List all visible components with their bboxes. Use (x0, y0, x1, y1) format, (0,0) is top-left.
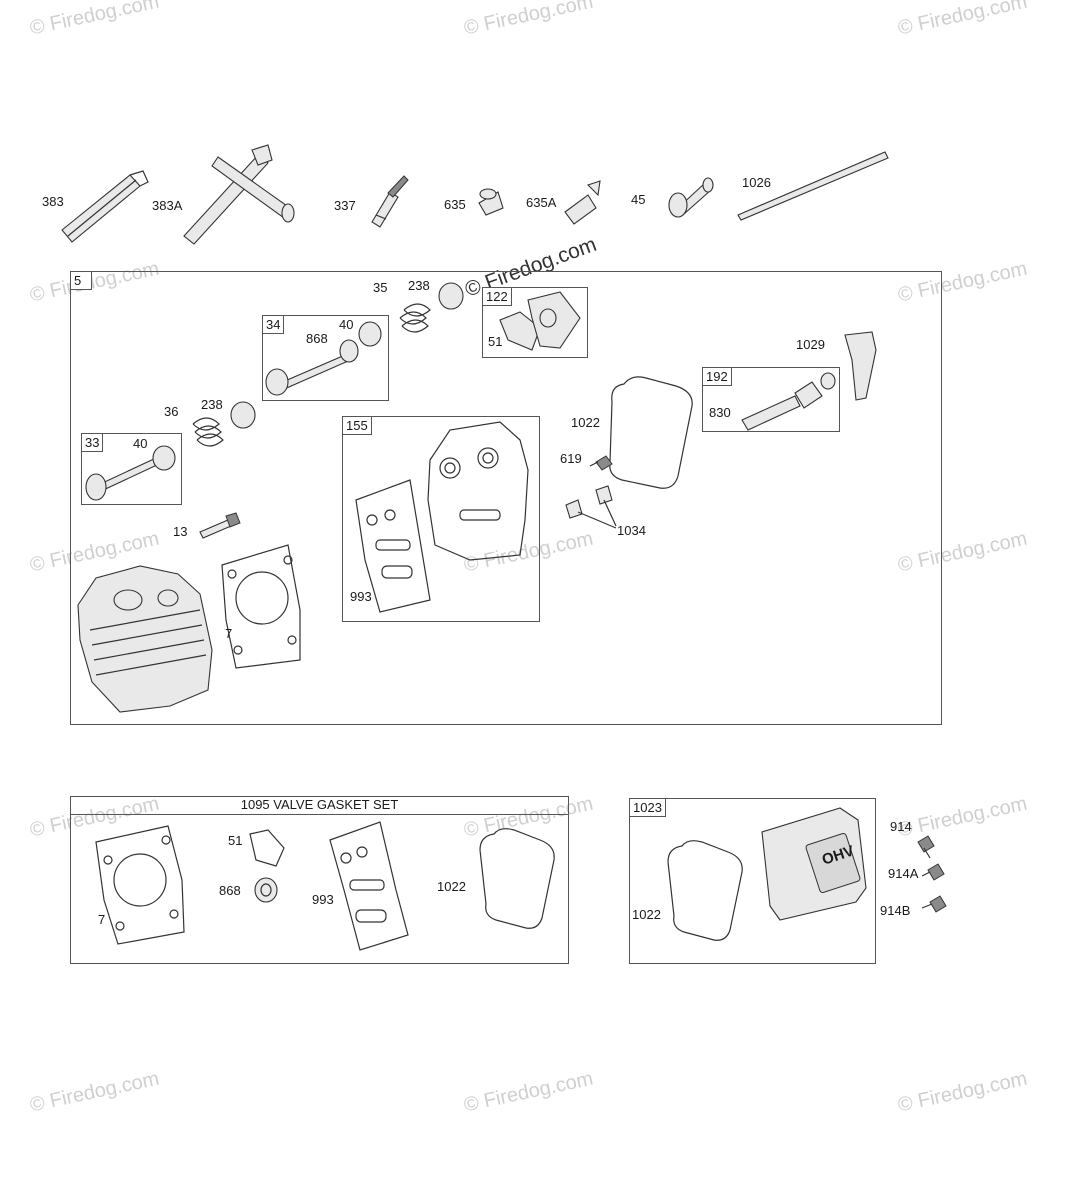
group-frame-5: 5 (70, 271, 942, 725)
group-frame-192: 192 (702, 367, 840, 432)
gasket-set-title: 1095 VALVE GASKET SET (240, 797, 399, 812)
part-number: 868 (219, 883, 241, 898)
group-frame-1023: 1023 (629, 798, 876, 964)
manifold-gasket-drawing (427, 421, 529, 561)
tool-383-drawing (61, 170, 149, 243)
spark-boot-635a-drawing (564, 180, 601, 225)
group-label: 122 (483, 288, 512, 306)
group-label: 5 (71, 272, 92, 290)
screw-914b-drawing (921, 895, 947, 913)
rocker-arm-1029-drawing (844, 331, 877, 401)
part-number: 993 (350, 589, 372, 604)
group-frame-155: 155 (342, 416, 540, 622)
group-label: 1023 (630, 799, 666, 817)
part-number: 13 (173, 524, 188, 539)
part-number: 1022 (571, 415, 600, 430)
set-gasket-51-drawing (249, 829, 285, 867)
part-number: 914 (890, 819, 912, 834)
group-label: 33 (82, 434, 104, 452)
group-frame-34: 34 (262, 315, 389, 401)
head-bolt-13-drawing (199, 512, 241, 539)
group-label: 155 (343, 417, 372, 435)
part-number: 7 (225, 626, 233, 641)
part-number: 238 (408, 278, 430, 293)
cylinder-head-drawing (77, 565, 213, 713)
gasket-set-frame (70, 796, 569, 964)
part-number: 383A (152, 198, 183, 213)
retainer-238-drawing (230, 401, 256, 429)
part-number: 830 (709, 405, 731, 420)
part-number: 914B (880, 903, 911, 918)
breather-122-drawing (499, 291, 581, 351)
intake-valve-drawing (85, 445, 176, 501)
part-number: 383 (42, 194, 64, 209)
tool-383a-drawing (183, 144, 295, 245)
group-label: 34 (263, 316, 285, 334)
cover-gasket-1022-drawing (609, 376, 693, 489)
part-number: 1022 (632, 907, 661, 922)
stud-830-drawing (741, 372, 836, 431)
part-number: 51 (488, 334, 503, 349)
set-cover-gasket-1022-drawing (479, 828, 555, 929)
part-number: 7 (98, 912, 106, 927)
valve-cover-1023-drawing (667, 807, 867, 941)
set-gasket-993-drawing (329, 821, 409, 951)
group-frame-122: 122 (482, 287, 588, 358)
exhaust-valve-drawing (265, 321, 382, 396)
part-number: 619 (560, 451, 582, 466)
gasket-993-drawing (355, 479, 431, 613)
part-number: 993 (312, 892, 334, 907)
part-number: 337 (334, 198, 356, 213)
gasket-set-divider (70, 814, 569, 815)
part-number: 51 (228, 833, 243, 848)
part-number: 45 (631, 192, 646, 207)
part-number: 635A (526, 195, 557, 210)
part-number: 40 (133, 436, 148, 451)
part-number: 238 (201, 397, 223, 412)
group-frame-33: 33 (81, 433, 182, 505)
part-number: 914A (888, 866, 919, 881)
part-number: 1026 (742, 175, 771, 190)
retainer-238-drawing (438, 282, 464, 310)
part-number: 1034 (617, 523, 646, 538)
screw-619-drawing (589, 455, 613, 471)
part-number: 35 (373, 280, 388, 295)
screw-914a-drawing (921, 863, 945, 881)
part-number: 1022 (437, 879, 466, 894)
guide-45-drawing (668, 177, 714, 218)
spark-plug-337-drawing (371, 175, 409, 228)
valve-spring-36-drawing (192, 417, 224, 447)
spark-boot-635-drawing (478, 188, 504, 216)
group-label: 192 (703, 368, 732, 386)
head-gasket-7-drawing (221, 544, 301, 669)
part-number: 1029 (796, 337, 825, 352)
part-number: 36 (164, 404, 179, 419)
part-number: 635 (444, 197, 466, 212)
screw-914-drawing (917, 835, 935, 859)
clip-1034-drawing (565, 485, 617, 529)
push-rod-1026-drawing (737, 151, 889, 221)
valve-spring-35-drawing (399, 303, 431, 333)
part-number: 868 (306, 331, 328, 346)
set-seal-868-drawing (254, 877, 278, 903)
part-number: 40 (339, 317, 354, 332)
set-head-gasket-7-drawing (95, 825, 185, 945)
